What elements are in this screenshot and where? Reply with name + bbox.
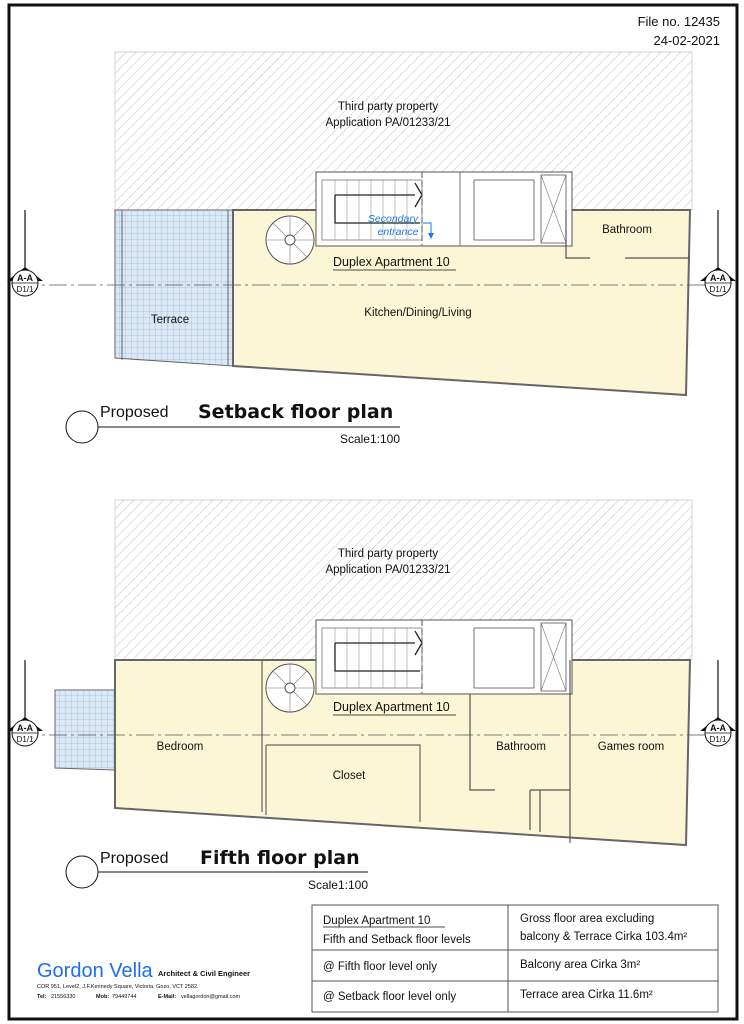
room-bathroom: Bathroom bbox=[496, 741, 546, 753]
drawing-date: 24-02-2021 bbox=[654, 33, 721, 48]
room-bedroom: Bedroom bbox=[157, 741, 204, 753]
room-games: Games room bbox=[598, 741, 664, 753]
svg-text:A-A: A-A bbox=[17, 723, 33, 733]
sheet-border bbox=[7, 3, 739, 1021]
section-marker-left-top[interactable]: A-A D1/1 bbox=[6, 266, 44, 297]
svg-text:A-A: A-A bbox=[17, 273, 33, 283]
tel-label: Tel: bbox=[37, 994, 47, 1000]
third-party-label: Third party property bbox=[338, 101, 439, 113]
file-number: File no. 12435 bbox=[638, 14, 720, 29]
setback-floor-plan bbox=[20, 51, 724, 397]
apartment-label: Duplex Apartment 10 bbox=[333, 255, 450, 269]
plan-title: Fifth floor plan bbox=[200, 847, 360, 869]
fifth-floor-plan bbox=[20, 499, 724, 847]
terrace-area bbox=[114, 209, 234, 367]
plan-title: Setback floor plan bbox=[198, 401, 393, 423]
room-kitchen-dining-living: Kitchen/Dining/Living bbox=[364, 307, 471, 319]
table-cell: balcony & Terrace Cirka 103.4m² bbox=[520, 931, 687, 943]
section-marker-right-top[interactable]: A-A D1/1 bbox=[699, 266, 737, 297]
table-cell: @ Fifth floor level only bbox=[323, 961, 437, 973]
area-table: Duplex Apartment 10 Fifth and Setback fl… bbox=[311, 904, 719, 1013]
room-bathroom: Bathroom bbox=[602, 224, 652, 236]
apartment-label: Duplex Apartment 10 bbox=[333, 700, 450, 714]
table-cell: Fifth and Setback floor levels bbox=[323, 934, 471, 946]
secondary-entrance-label: Secondary bbox=[368, 213, 419, 225]
room-terrace: Terrace bbox=[151, 314, 189, 326]
svg-text:D1/1: D1/1 bbox=[17, 285, 34, 294]
room-closet: Closet bbox=[333, 770, 366, 782]
svg-text:A-A: A-A bbox=[710, 723, 726, 733]
table-cell: Gross floor area excluding bbox=[520, 913, 654, 925]
title-prefix: Proposed bbox=[100, 404, 169, 421]
third-party-label: Third party property bbox=[338, 548, 439, 560]
firm-address: COR 951, Level2, J.F.Kennedy Square, Vic… bbox=[37, 984, 199, 990]
firm-role: Architect & Civil Engineer bbox=[158, 969, 250, 978]
application-label: Application PA/01233/21 bbox=[325, 564, 450, 576]
balcony-area bbox=[54, 689, 116, 771]
plan-scale: Scale1:100 bbox=[340, 432, 400, 446]
title-circle bbox=[65, 410, 99, 444]
application-label: Application PA/01233/21 bbox=[325, 117, 450, 129]
firm-name: Gordon Vella bbox=[37, 960, 154, 982]
plan-scale: Scale1:100 bbox=[308, 878, 368, 892]
svg-text:A-A: A-A bbox=[710, 273, 726, 283]
table-cell: Duplex Apartment 10 bbox=[323, 915, 430, 927]
title-prefix: Proposed bbox=[100, 850, 169, 867]
table-cell: Terrace area Cirka 11.6m² bbox=[520, 989, 653, 1001]
mob-value: 79449744 bbox=[112, 994, 136, 1000]
section-marker-right-bottom[interactable]: A-A D1/1 bbox=[699, 716, 737, 747]
email-label: E-Mail: bbox=[158, 994, 176, 1000]
svg-text:D1/1: D1/1 bbox=[710, 285, 727, 294]
table-cell: @ Setback floor level only bbox=[323, 991, 456, 1003]
svg-text:D1/1: D1/1 bbox=[710, 735, 727, 744]
mob-label: Mob: bbox=[96, 994, 109, 1000]
section-marker-left-bottom[interactable]: A-A D1/1 bbox=[6, 716, 44, 747]
tel-value: 21556330 bbox=[51, 994, 75, 1000]
email-value[interactable]: vellagordon@gmail.com bbox=[181, 994, 241, 1000]
secondary-entrance-label-2: entrance bbox=[378, 226, 419, 238]
svg-text:D1/1: D1/1 bbox=[17, 735, 34, 744]
table-cell: Balcony area Cirka 3m² bbox=[520, 959, 640, 971]
